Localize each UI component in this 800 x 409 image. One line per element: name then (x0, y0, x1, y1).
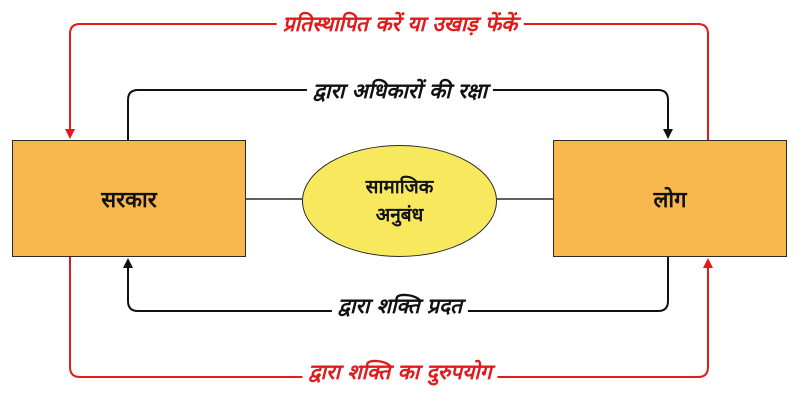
government-label: सरकार (101, 187, 157, 213)
edge-label-misuse-of-power: द्वारा शक्ति का दुरुपयोग (302, 358, 498, 386)
people-label: लोग (653, 187, 687, 213)
edge-label-protection-of-rights: द्वारा अधिकारों की रक्षा (306, 77, 494, 105)
social-contract-ellipse: सामाजिक अनुबंध (302, 145, 497, 257)
social-contract-label-line1: सामाजिक (365, 175, 434, 198)
social-contract-label-line2: अनुबंध (375, 204, 424, 226)
people-box: लोग (553, 140, 787, 257)
government-box: सरकार (12, 140, 246, 257)
edge-label-power-granted: द्वारा शक्ति प्रदत (331, 292, 469, 320)
edge-label-replace-or-overthrow: प्रतिस्थापित करें या उखाड़ फेंकें (276, 10, 524, 38)
